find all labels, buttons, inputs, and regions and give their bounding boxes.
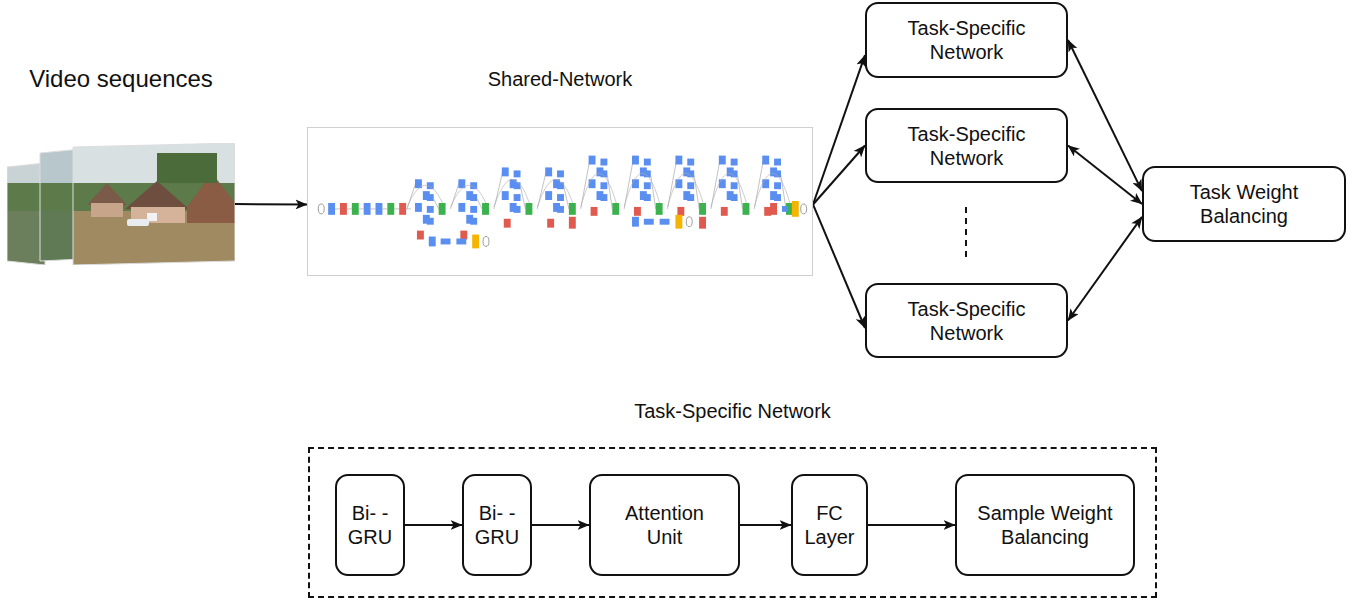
weight-balancing-box: Task Weight Balancing: [1142, 166, 1346, 242]
arrow-connector: [235, 203, 307, 205]
heading-label: Video sequences: [29, 65, 213, 94]
box-label: FC Layer: [799, 501, 861, 549]
arrow-connector: [1068, 146, 1142, 205]
task-specific-box: Task-Specific Network: [865, 108, 1068, 183]
arrow-connector: [740, 524, 791, 526]
arrow-connector: [532, 524, 589, 526]
video-frame: [7, 143, 235, 265]
box-label: Attention Unit: [615, 501, 715, 549]
attention-box: Attention Unit: [589, 474, 740, 576]
box-label: Task-Specific Network: [892, 297, 1042, 345]
arrow-connector: [1068, 40, 1142, 191]
arrow-connector: [405, 524, 462, 526]
shared-network-box: Shared-Network: [307, 127, 813, 276]
heading-label: Shared-Network: [488, 67, 633, 91]
video-illustration: [7, 143, 235, 265]
arrow-connector: [813, 55, 865, 204]
fc-box: FC Layer: [791, 474, 868, 576]
arrow-connector: [813, 204, 865, 328]
box-label: Bi- -GRU: [342, 501, 398, 549]
video-frames: Video sequences: [7, 143, 235, 265]
heading-label: Task-Specific Network: [634, 399, 831, 423]
ellipsis-dashes: [965, 207, 967, 257]
arrow-connector: [1068, 217, 1142, 321]
box-label: Sample Weight Balancing: [970, 501, 1120, 549]
box-label: Bi- -GRU: [469, 501, 525, 549]
task-network-detail: Task-Specific NetworkBi- -GRUBi- -GRUAtt…: [308, 447, 1157, 598]
gru-box: Bi- -GRU: [462, 474, 532, 576]
task-specific-box: Task-Specific Network: [865, 283, 1068, 358]
arrow-connector: [813, 146, 865, 205]
cnn-illustration: [308, 128, 812, 275]
arrow-connector: [868, 524, 955, 526]
box-label: Task-Specific Network: [892, 16, 1042, 64]
box-label: Task Weight Balancing: [1169, 180, 1319, 228]
gru-box: Bi- -GRU: [335, 474, 405, 576]
sample-balancing-box: Sample Weight Balancing: [955, 474, 1135, 576]
video-frame: [7, 143, 235, 265]
task-specific-box: Task-Specific Network: [865, 2, 1068, 78]
video-frame: [7, 143, 235, 265]
box-label: Task-Specific Network: [892, 122, 1042, 170]
